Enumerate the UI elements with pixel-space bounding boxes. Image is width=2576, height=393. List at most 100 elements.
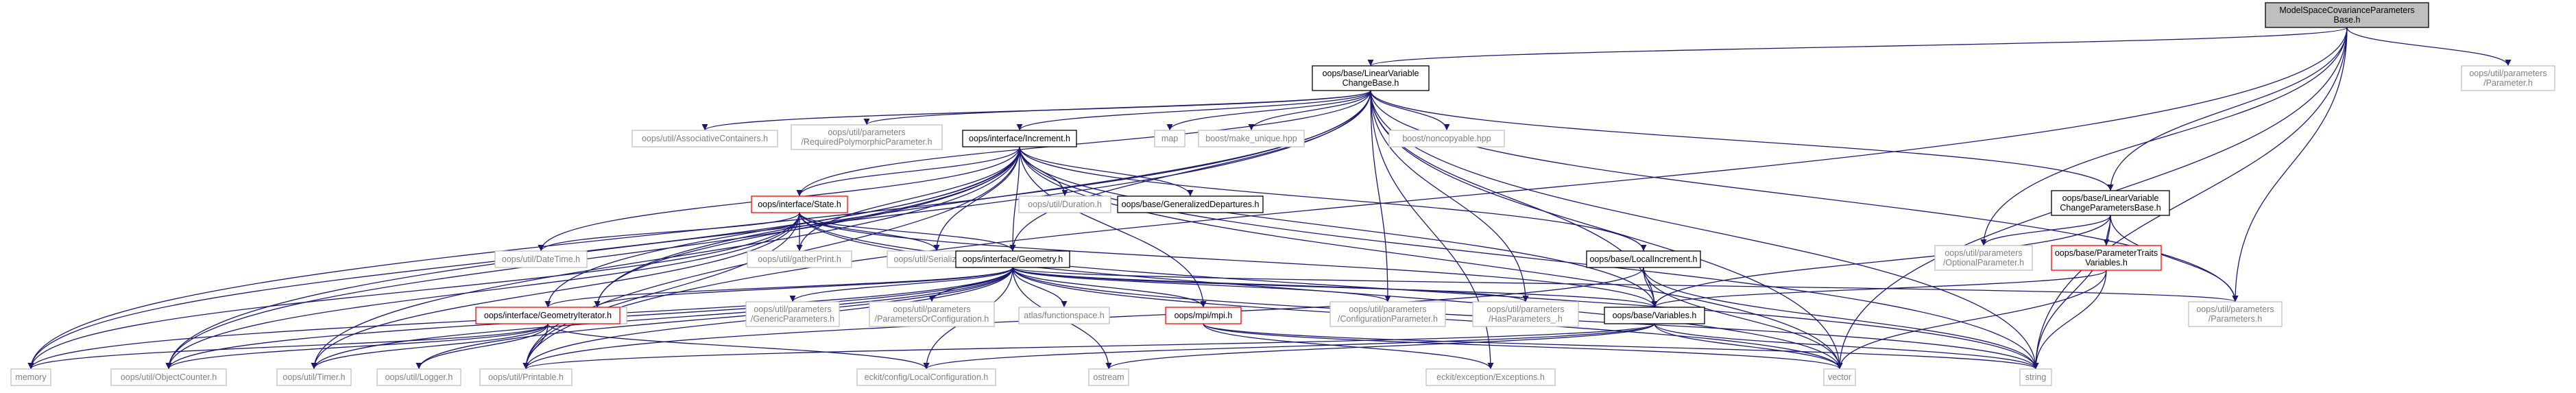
node-box	[1088, 368, 1129, 386]
node-objcounter[interactable]: oops/util/ObjectCounter.h	[110, 368, 227, 386]
node-label: /Parameters.h	[2208, 314, 2263, 324]
node-label: oops/util/parameters	[2196, 305, 2274, 314]
node-label: boost/make_unique.hpp	[1205, 134, 1297, 143]
node-label: oops/interface/GeometryIterator.h	[484, 311, 612, 320]
node-lvcpb[interactable]: oops/base/LinearVariableChangeParameters…	[2051, 190, 2170, 216]
node-box	[1154, 130, 1185, 147]
node-label: /RequiredPolymorphicParameter.h	[801, 137, 932, 147]
edge-geometry-to-mpi	[1012, 267, 1207, 308]
edge-incr-to-vector	[1019, 146, 1843, 370]
node-box	[1018, 195, 1111, 213]
node-box	[2461, 65, 2555, 91]
node-box	[1117, 195, 1264, 213]
node-genparams[interactable]: oops/util/parameters/GenericParameters.h	[745, 301, 840, 327]
node-box	[2051, 245, 2162, 271]
edge-root-to-lvcb	[1367, 27, 2348, 67]
node-box	[791, 124, 943, 150]
node-ostream[interactable]: ostream	[1088, 368, 1129, 386]
node-string[interactable]: string	[2019, 368, 2052, 386]
edge-lvcb-to-incr	[1016, 90, 1371, 131]
edge-lvcb-to-confparam	[1370, 90, 1391, 302]
node-printable[interactable]: oops/util/Printable.h	[479, 368, 573, 386]
edge-geoiter-to-timer	[311, 323, 549, 370]
node-mku[interactable]: boost/make_unique.hpp	[1198, 130, 1305, 147]
node-label: memory	[15, 372, 47, 382]
node-box	[747, 250, 852, 268]
edge-incr-to-timer	[311, 146, 1020, 370]
node-box	[1388, 130, 1505, 147]
node-label: ModelSpaceCovarianceParameters	[2279, 5, 2414, 15]
node-noncopy[interactable]: boost/noncopyable.hpp	[1388, 130, 1505, 147]
node-datetime[interactable]: oops/util/DateTime.h	[494, 250, 588, 268]
node-localconf[interactable]: eckit/config/LocalConfiguration.h	[856, 368, 996, 386]
edge-geometry-to-timer	[311, 267, 1013, 370]
node-confparam[interactable]: oops/util/parameters/ConfigurationParame…	[1329, 301, 1446, 327]
edge-lvcb-to-state	[796, 90, 1371, 197]
edge-root-to-optparam	[1980, 27, 2348, 246]
edge-variables-to-printable	[522, 323, 1655, 370]
node-box	[751, 195, 848, 213]
node-timer[interactable]: oops/util/Timer.h	[276, 368, 352, 386]
edge-incr-to-atlasfield	[594, 146, 1020, 308]
node-duration[interactable]: oops/util/Duration.h	[1018, 195, 1111, 213]
node-box	[276, 368, 352, 386]
node-params[interactable]: oops/util/parameters/Parameters.h	[2188, 301, 2283, 327]
node-label: /HasParameters_.h	[1489, 314, 1563, 324]
node-geometry[interactable]: oops/interface/Geometry.h	[955, 250, 1070, 268]
edge-incr-to-gatherprint	[796, 146, 1020, 252]
node-assoc[interactable]: oops/util/AssociativeContainers.h	[631, 130, 778, 147]
node-box	[475, 307, 621, 324]
edge-lvcpb-to-variables	[1651, 215, 2111, 308]
node-gatherprint[interactable]: oops/util/gatherPrint.h	[747, 250, 852, 268]
node-label: oops/base/ParameterTraits	[2055, 248, 2158, 258]
node-incr[interactable]: oops/interface/Increment.h	[962, 130, 1077, 147]
edge-incr-to-serial	[933, 146, 1020, 252]
node-gendep[interactable]: oops/base/GeneralizedDepartures.h	[1117, 195, 1264, 213]
edge-geometry-to-genparams	[789, 267, 1013, 302]
node-vector[interactable]: vector	[1823, 368, 1856, 386]
node-param[interactable]: oops/util/parameters/Parameter.h	[2461, 65, 2555, 91]
node-reqpoly[interactable]: oops/util/parameters/RequiredPolymorphic…	[791, 124, 943, 150]
node-mpi[interactable]: oops/mpi/mpi.h	[1165, 307, 1242, 324]
node-variables[interactable]: oops/base/Variables.h	[1604, 307, 1705, 324]
edge-root-to-param	[2346, 27, 2512, 67]
node-state[interactable]: oops/interface/State.h	[751, 195, 848, 213]
edge-variables-to-string	[1654, 323, 2039, 370]
node-box	[1604, 307, 1705, 324]
edge-root-to-params	[2232, 27, 2348, 302]
node-poc[interactable]: oops/util/parameters/ParametersOrConfigu…	[869, 301, 995, 327]
node-box	[376, 368, 461, 386]
node-box	[1312, 65, 1430, 91]
node-map[interactable]: map	[1154, 130, 1185, 147]
edge-lvcb-to-lvcpb	[1370, 90, 2114, 191]
node-memory[interactable]: memory	[10, 368, 51, 386]
edge-lvcb-to-reqpoly	[863, 90, 1371, 126]
edge-state-to-memory	[27, 212, 800, 370]
node-box	[962, 130, 1077, 147]
node-box	[1586, 250, 1701, 268]
node-box	[1165, 307, 1242, 324]
node-geoiter[interactable]: oops/interface/GeometryIterator.h	[475, 307, 621, 324]
node-hasparams[interactable]: oops/util/parameters/HasParameters_.h	[1472, 301, 1579, 327]
node-logger[interactable]: oops/util/Logger.h	[376, 368, 461, 386]
node-box	[479, 368, 573, 386]
node-exceptions[interactable]: eckit/exception/Exceptions.h	[1425, 368, 1556, 386]
node-label: eckit/exception/Exceptions.h	[1436, 372, 1545, 382]
node-box	[494, 250, 588, 268]
node-localincr[interactable]: oops/base/LocalIncrement.h	[1586, 250, 1701, 268]
edge-geoiter-to-objcounter	[165, 323, 549, 370]
edge-geoiter-to-memory	[27, 323, 549, 370]
node-label: oops/util/parameters	[893, 305, 970, 314]
node-box	[10, 368, 51, 386]
node-label: oops/util/ObjectCounter.h	[121, 372, 217, 382]
node-optparam[interactable]: oops/util/parameters/OptionalParameter.h	[1934, 245, 2033, 271]
node-label: oops/util/parameters	[1349, 305, 1426, 314]
node-label: oops/base/LocalIncrement.h	[1589, 254, 1697, 264]
node-box	[1425, 368, 1556, 386]
edge-lvcb-to-noncopy	[1370, 90, 1450, 131]
node-atlasfs[interactable]: atlas/functionspace.h	[1018, 307, 1110, 324]
node-label: oops/util/parameters	[754, 305, 831, 314]
